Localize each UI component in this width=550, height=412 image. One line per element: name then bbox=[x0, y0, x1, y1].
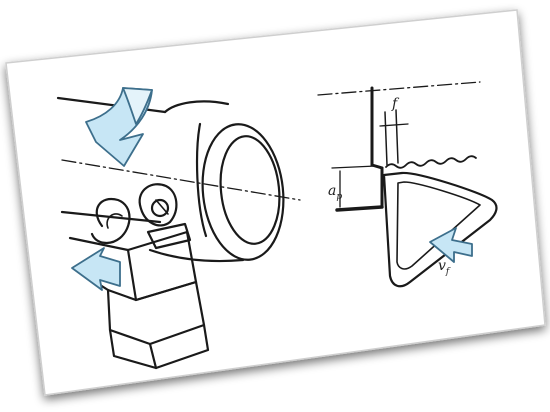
label-depth-main: a bbox=[328, 183, 336, 199]
feed-arrow-left-icon bbox=[71, 247, 121, 291]
cutting-tool-holder bbox=[68, 183, 210, 370]
label-depth-sub: p bbox=[336, 192, 342, 202]
feed-marks bbox=[385, 155, 477, 169]
workpiece-end-face bbox=[201, 123, 285, 261]
label-speed: vf bbox=[438, 258, 451, 277]
label-speed-sub: f bbox=[445, 267, 451, 277]
workpiece-end-face-inner bbox=[219, 135, 281, 245]
label-depth: ap bbox=[328, 183, 342, 202]
chip-curl bbox=[90, 197, 131, 244]
workpiece bbox=[56, 96, 301, 263]
rotation-arrow-tail bbox=[122, 87, 153, 125]
cutting-insert bbox=[382, 171, 498, 288]
label-speed-main: v bbox=[438, 258, 446, 274]
cutting-geometry bbox=[317, 81, 498, 288]
label-feed: f bbox=[391, 96, 400, 112]
workpiece-axis bbox=[61, 159, 301, 201]
geometry-axis bbox=[317, 81, 481, 96]
feed-arrow-right-icon bbox=[429, 227, 473, 263]
paper-card bbox=[5, 9, 546, 396]
